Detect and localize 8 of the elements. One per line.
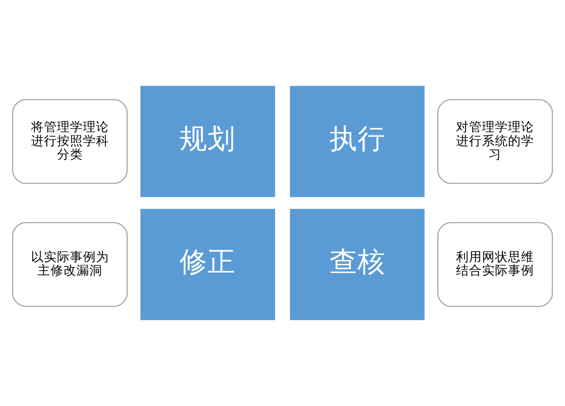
node-box: 规划 — [137, 82, 278, 200]
node-box: 修正 — [137, 206, 278, 324]
node-box: 将管理学理论进行按照学科分类 — [12, 99, 128, 184]
node-box: 执行 — [286, 82, 428, 200]
node-box: 对管理学理论进行系统的学习 — [437, 99, 553, 184]
node-box: 以实际事例为主修改漏洞 — [12, 222, 128, 307]
node-box: 查核 — [286, 206, 428, 324]
node-box: 利用网状思维结合实际事例 — [437, 222, 553, 307]
